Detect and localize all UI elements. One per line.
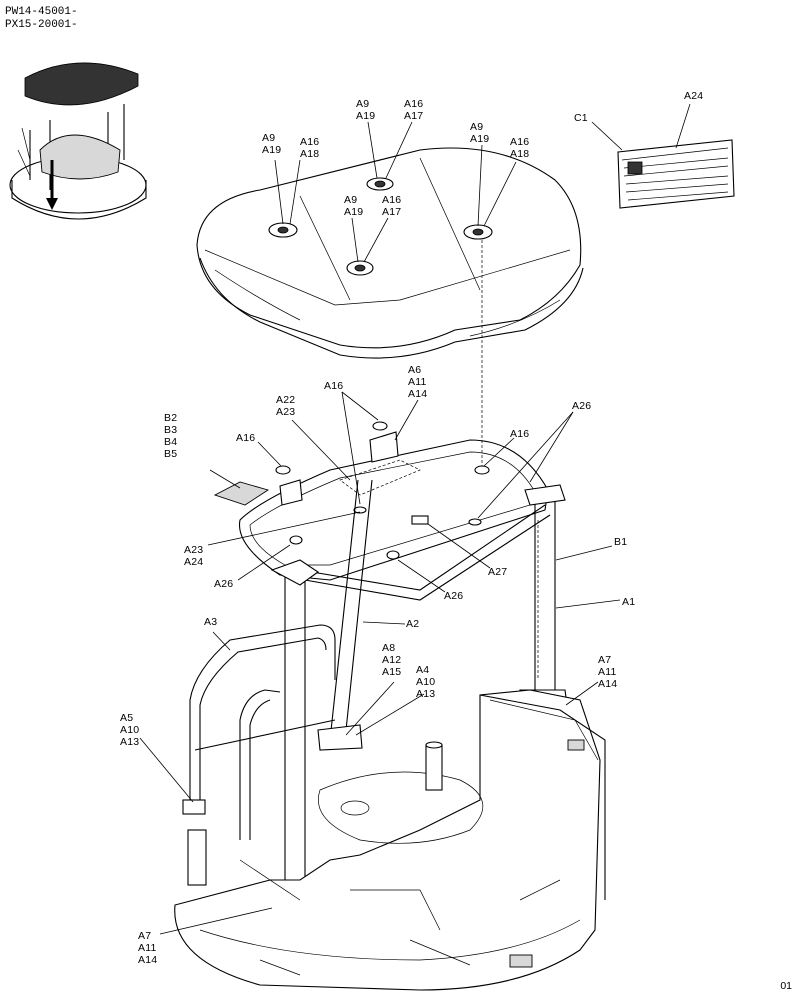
callout-line: A9 [344, 194, 358, 206]
callout-line: A18 [510, 148, 530, 160]
model-number-2: PX15-20001- [5, 19, 78, 31]
callout-line: A14 [138, 954, 158, 966]
callout-a23-a24: A23 A24 [184, 544, 203, 568]
callout-line: B4 [164, 436, 178, 448]
callout-line: A19 [356, 110, 376, 122]
callout-line: B3 [164, 424, 178, 436]
page-number: 01 [780, 980, 792, 992]
callout-a1: A1 [622, 596, 635, 608]
callout-line: A16 [382, 194, 402, 206]
callout-line: A16 [510, 136, 530, 148]
callout-line: A4 [416, 664, 430, 676]
callout-line: A19 [344, 206, 364, 218]
callout-line: A12 [382, 654, 402, 666]
callout-line: A16 [236, 432, 256, 444]
callout-line: A8 [382, 642, 396, 654]
callout-line: A11 [138, 942, 157, 954]
callout-line: A14 [408, 388, 428, 400]
callout-a26: A26 [214, 578, 233, 590]
callout-line: A27 [488, 566, 508, 578]
callout-a9-a19: A9 A19 [344, 194, 363, 218]
callout-line: A11 [598, 666, 617, 678]
callout-line: A14 [598, 678, 618, 690]
handrails [182, 624, 336, 840]
callout-a24: A24 [684, 90, 703, 102]
callout-a26: A26 [444, 590, 463, 602]
callout-a3: A3 [204, 616, 217, 628]
callout-line: A3 [204, 616, 218, 628]
callout-line: C1 [574, 112, 588, 124]
callout-a6-a11-a14: A6 A11 A14 [408, 364, 427, 400]
callout-a16-a17: A16 A17 [404, 98, 423, 122]
callout-line: A16 [300, 136, 320, 148]
callout-line: A16 [510, 428, 530, 440]
machine-thumbnail [9, 62, 147, 220]
callout-line: A23 [276, 406, 296, 418]
callout-line: A9 [262, 132, 276, 144]
callout-a16-a17: A16 A17 [382, 194, 401, 218]
callout-line: A13 [120, 736, 140, 748]
callout-line: A18 [300, 148, 320, 160]
callout-a5-a10-a13: A5 A10 A13 [120, 712, 139, 748]
callout-c1: C1 [574, 112, 588, 124]
callout-line: B2 [164, 412, 178, 424]
callout-line: A10 [416, 676, 436, 688]
callout-line: A5 [120, 712, 134, 724]
callout-line: A1 [622, 596, 636, 608]
callout-a9-a19: A9 A19 [470, 121, 489, 145]
callout-line: A19 [470, 133, 490, 145]
callout-a8-a12-a15: A8 A12 A15 [382, 642, 401, 678]
model-number-1: PW14-45001- [5, 6, 78, 18]
callout-line: A26 [572, 400, 592, 412]
callout-b1: B1 [614, 536, 627, 548]
callout-line: A26 [444, 590, 464, 602]
callout-line: A11 [408, 376, 427, 388]
callout-line: A17 [382, 206, 402, 218]
callout-line: A24 [684, 90, 704, 102]
callout-line: B1 [614, 536, 628, 548]
callout-line: A24 [184, 556, 204, 568]
callout-line: B5 [164, 448, 178, 460]
callout-line: A19 [262, 144, 282, 156]
callout-a16: A16 [324, 380, 343, 392]
callout-a22-a23: A22 A23 [276, 394, 295, 418]
leader-lines [139, 103, 691, 935]
callout-line: A22 [276, 394, 296, 406]
callout-a9-a19: A9 A19 [356, 98, 375, 122]
callout-line: A7 [138, 930, 152, 942]
canopy-roof [196, 147, 584, 470]
callout-line: A9 [470, 121, 484, 133]
callout-line: A2 [406, 618, 420, 630]
callout-a26: A26 [572, 400, 591, 412]
callout-line: A23 [184, 544, 204, 556]
callout-line: A17 [404, 110, 424, 122]
callout-line: A7 [598, 654, 612, 666]
callout-line: A15 [382, 666, 402, 678]
callout-b2-b5: B2 B3 B4 B5 [164, 412, 177, 460]
callout-line: A26 [214, 578, 234, 590]
callout-line: A9 [356, 98, 370, 110]
decal-plate [617, 139, 735, 209]
callout-line: A16 [324, 380, 344, 392]
callout-a16-a18: A16 A18 [300, 136, 319, 160]
machine-base [174, 689, 606, 991]
callout-line: A13 [416, 688, 436, 700]
roof-frame [213, 421, 551, 601]
callout-a9-a19: A9 A19 [262, 132, 281, 156]
callout-a2: A2 [406, 618, 419, 630]
callout-a4-a10-a13: A4 A10 A13 [416, 664, 435, 700]
callout-a16-a18: A16 A18 [510, 136, 529, 160]
model-header: PW14-45001- PX15-20001- [5, 6, 78, 32]
callout-a16: A16 [510, 428, 529, 440]
callout-a16: A16 [236, 432, 255, 444]
callout-line: A6 [408, 364, 422, 376]
callout-a27: A27 [488, 566, 507, 578]
callout-a7-a11-a14: A7 A11 A14 [138, 930, 157, 966]
callout-line: A10 [120, 724, 140, 736]
callout-line: A16 [404, 98, 424, 110]
callout-a7-a11-a14: A7 A11 A14 [598, 654, 617, 690]
